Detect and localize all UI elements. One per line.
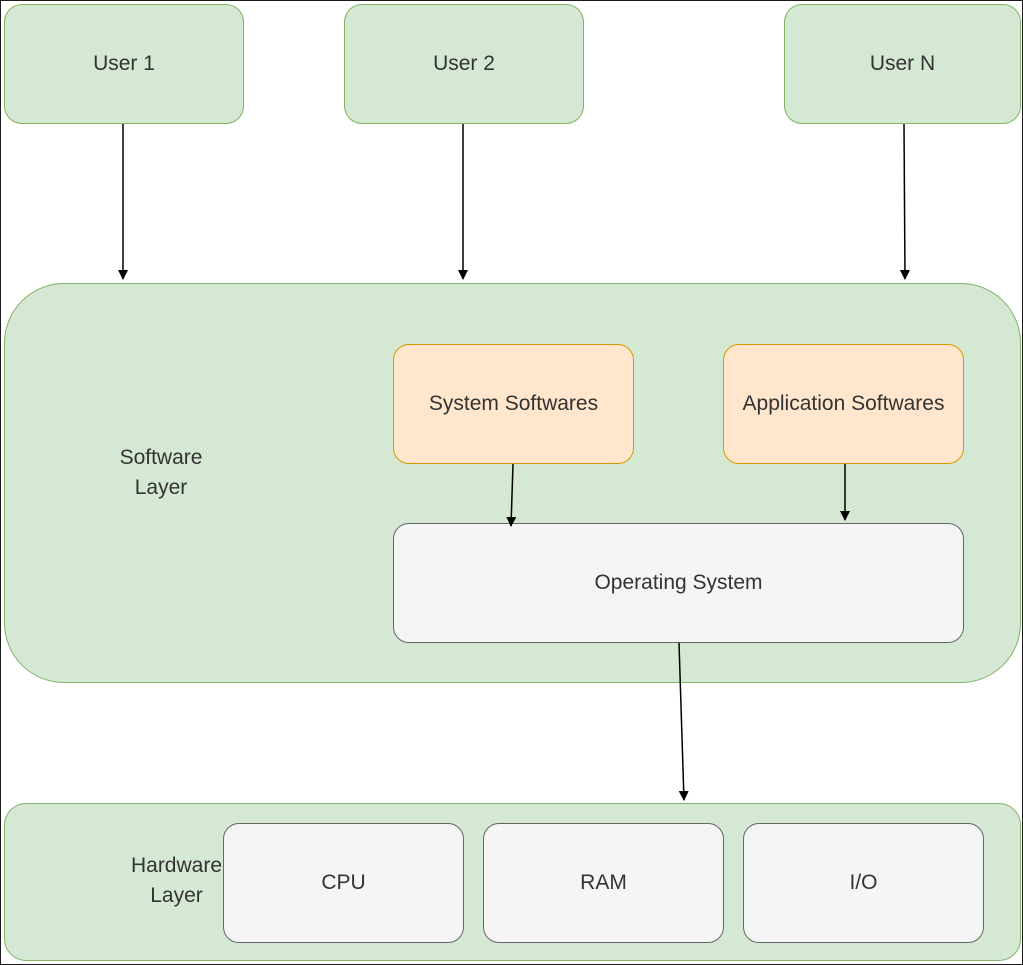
operating-system-box: Operating System [393,523,964,643]
user-2-box: User 2 [344,4,584,124]
user-1-label: User 1 [93,52,155,75]
user-2-label: User 2 [433,52,495,75]
cpu-label: CPU [321,871,366,894]
user-1-box: User 1 [4,4,244,124]
io-label: I/O [849,871,878,894]
software-layer-label: Software Layer [119,446,203,499]
io-box: I/O [743,823,984,943]
application-softwares-label: Application Softwares [742,392,945,415]
user-n-box: User N [784,4,1021,124]
ram-label: RAM [580,871,627,894]
application-softwares-box: Application Softwares [723,344,964,464]
arrow-usern-to-software [899,123,910,280]
ram-box: RAM [483,823,724,943]
user-n-label: User N [869,52,936,75]
cpu-box: CPU [223,823,464,943]
system-softwares-box: System Softwares [393,344,634,464]
operating-system-label: Operating System [594,571,763,594]
system-softwares-label: System Softwares [428,392,599,415]
hardware-layer-label: Hardware Layer [130,854,223,907]
